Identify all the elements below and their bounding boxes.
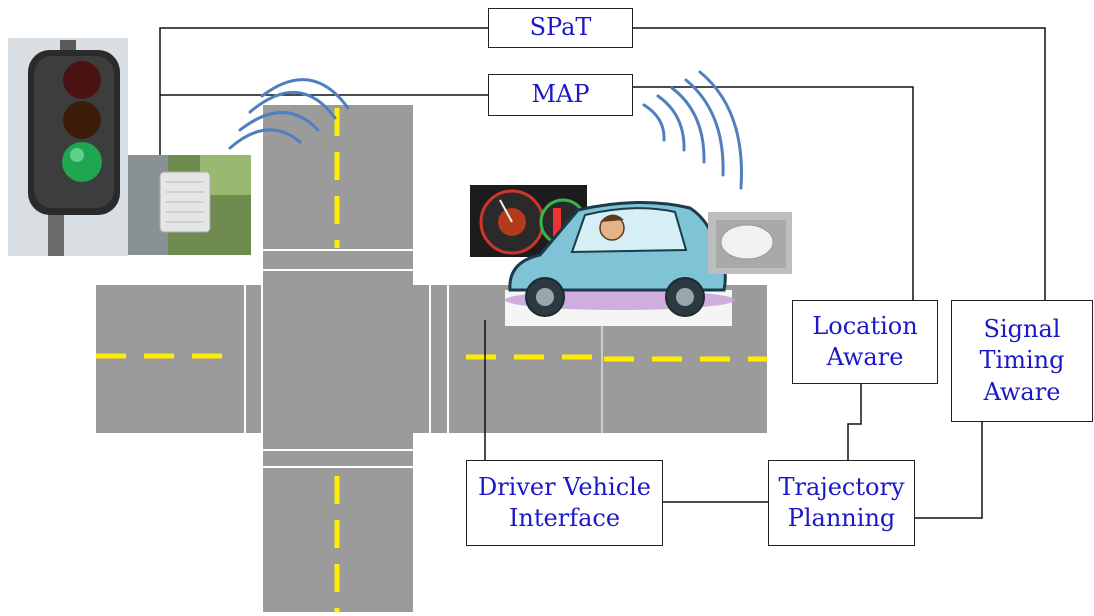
wireless-wave-icon — [228, 70, 743, 190]
signal-timing-line2: Timing — [979, 346, 1065, 375]
signal-timing-line1: Signal — [983, 315, 1061, 344]
map-label: MAP — [531, 80, 590, 109]
location-aware-line1: Location — [812, 311, 918, 340]
driver-vehicle-interface-box: Driver Vehicle Interface — [466, 460, 663, 546]
lane-markings — [96, 108, 767, 612]
signal-timing-aware-box: Signal Timing Aware — [951, 300, 1093, 422]
trajectory-planning-box: Trajectory Planning — [768, 460, 915, 546]
roadside-unit-icon — [128, 155, 251, 255]
connector-lines — [159, 27, 1046, 519]
trajectory-line1: Trajectory — [778, 472, 905, 501]
gps-device-icon — [708, 212, 792, 274]
crosswalk-lines — [244, 249, 603, 468]
signal-timing-line3: Aware — [983, 377, 1061, 406]
dvi-line1: Driver Vehicle — [477, 472, 652, 501]
dvi-line2: Interface — [508, 504, 621, 532]
location-aware-line2: Aware — [826, 343, 904, 371]
spat-box: SPaT — [488, 8, 633, 48]
location-aware-box: Location Aware — [792, 300, 938, 384]
map-box: MAP — [488, 74, 633, 116]
trajectory-line2: Planning — [787, 504, 896, 532]
spat-label: SPaT — [529, 13, 592, 42]
car-driver-icon — [505, 200, 735, 326]
traffic-signal-icon — [8, 38, 128, 256]
